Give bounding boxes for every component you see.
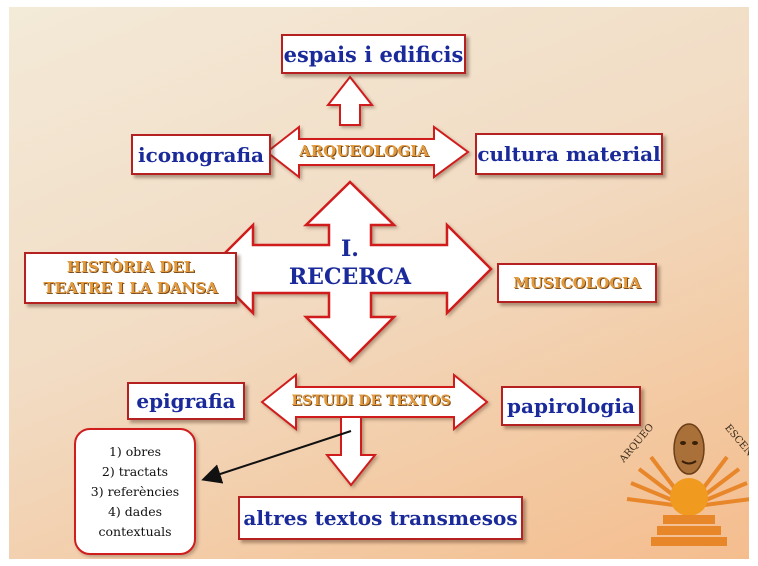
box-iconografia-label: iconografia: [138, 142, 264, 167]
bottom-vertical-arrow: [324, 416, 378, 487]
box-cultura-material: cultura material: [475, 133, 663, 175]
center-title: I. RECERCA: [279, 235, 421, 291]
list-item: 1) obres: [108, 443, 162, 459]
box-espais-i-edificis: espais i edificis: [281, 34, 466, 74]
box-historia-line2: TEATRE I LA DANSA: [43, 279, 218, 297]
estudi-de-textos-label: ESTUDI DE TEXTOS: [291, 393, 451, 409]
pointer-arrow: [201, 430, 352, 484]
box-iconografia: iconografia: [131, 134, 271, 175]
top-vertical-arrow: [325, 75, 375, 126]
box-espais-label: espais i edificis: [283, 41, 464, 67]
center-title-line2: RECERCA: [288, 264, 412, 290]
box-papirologia: papirologia: [501, 386, 641, 426]
estudi-arrow: [260, 372, 489, 432]
list-item: 3) referències: [90, 483, 180, 499]
slide: ARQUEO ESCENA espais i edificis iconogra…: [9, 7, 749, 559]
arqueologia-arrow: [265, 124, 470, 180]
box-altres-label: altres textos transmesos: [243, 506, 518, 530]
box-cultura-label: cultura material: [477, 142, 661, 166]
central-cross-arrow: [207, 180, 493, 363]
list-item: 4) dades: [107, 503, 163, 519]
box-musicologia: MUSICOLOGIA: [497, 263, 657, 303]
box-altres-textos: altres textos transmesos: [238, 496, 523, 540]
list-item: 2) tractats: [101, 463, 169, 479]
arqueoescena-logo: ARQUEO ESCENA: [617, 422, 749, 546]
box-papirologia-label: papirologia: [507, 394, 635, 418]
text-types-list: 1) obres 2) tractats 3) referències 4) d…: [74, 428, 196, 555]
list-item: contextuals: [98, 523, 172, 539]
box-musicologia-label: MUSICOLOGIA: [513, 274, 641, 292]
box-epigrafia-label: epigrafia: [136, 389, 236, 413]
arqueologia-label: ARQUEOLOGIA: [299, 142, 429, 160]
center-title-line1: I.: [341, 236, 359, 262]
box-epigrafia: epigrafia: [127, 382, 245, 420]
box-historia-line1: HISTÒRIA DEL: [66, 258, 195, 276]
diagram-arrows: ARQUEO ESCENA: [201, 75, 749, 546]
box-historia-teatre-danse: HISTÒRIA DEL TEATRE I LA DANSA: [24, 252, 237, 304]
